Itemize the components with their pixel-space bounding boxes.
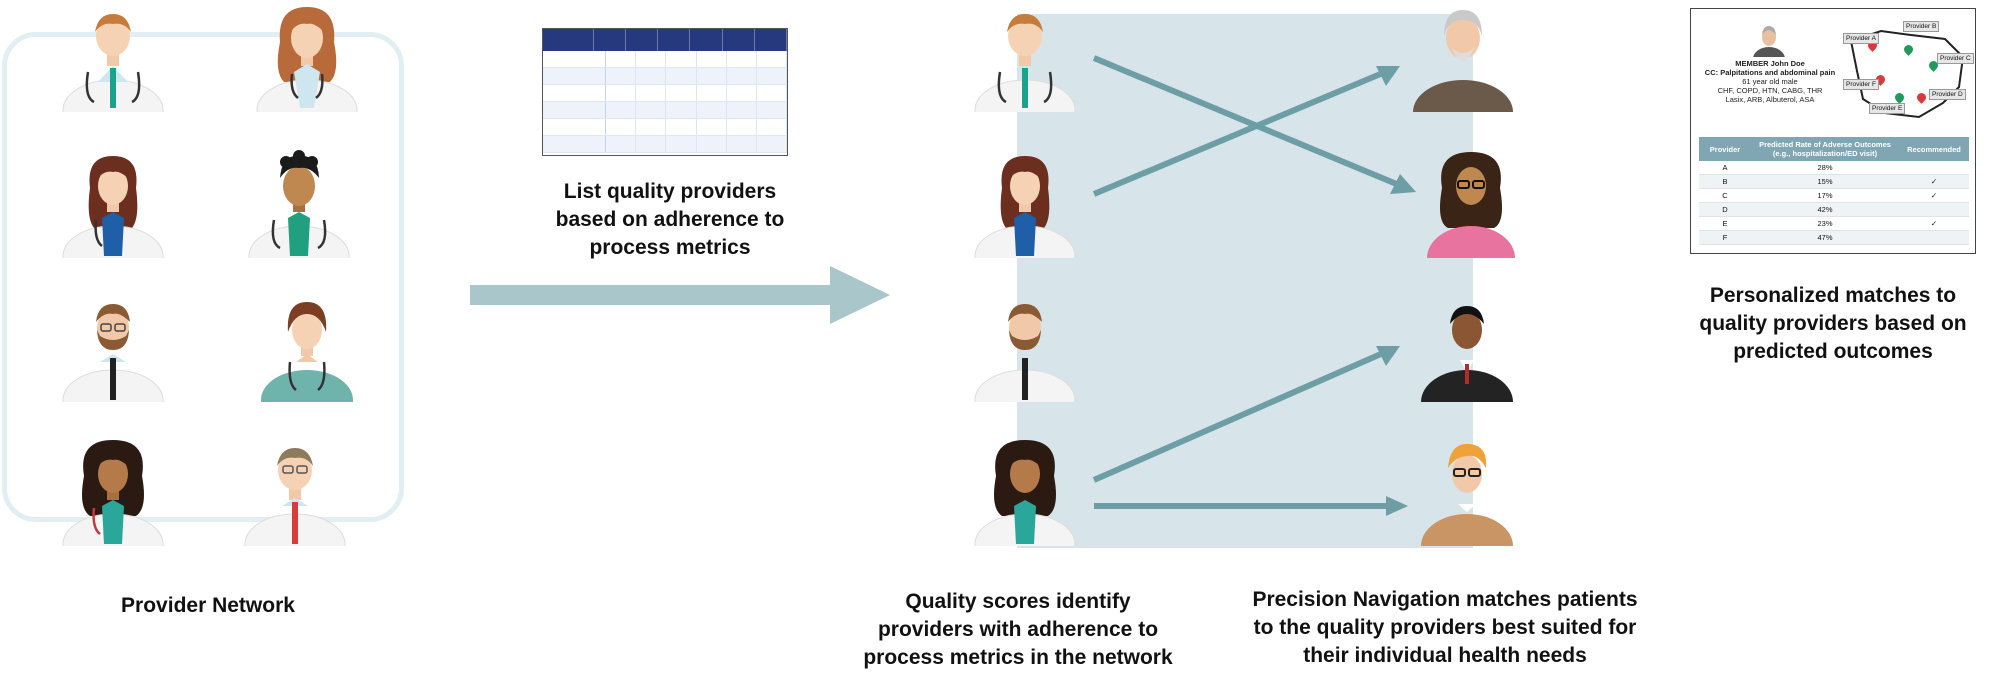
patient-man-suit-icon — [1412, 292, 1522, 402]
matching-panel-background — [1017, 14, 1473, 548]
nurse-female-scrubs-icon — [252, 292, 362, 402]
matching-arrows — [1092, 55, 1416, 516]
precision-navigation-caption: Precision Navigation matches patients to… — [1252, 588, 1638, 667]
map-label-provider-e: Provider E — [1869, 103, 1906, 114]
provider-3-icon — [970, 292, 1080, 402]
table-cell-rate: 15% — [1751, 174, 1899, 189]
doctor-female-brunette-icon — [58, 148, 168, 258]
table-cell-provider: A — [1699, 161, 1751, 175]
table-cell-recommended: ✓ — [1899, 188, 1969, 203]
member-history: CHF, COPD, HTN, CABG, THR — [1717, 86, 1823, 95]
member-age: 61 year old male — [1742, 77, 1798, 86]
doctor-male-beard-glasses-icon — [58, 292, 168, 402]
patient-young-man-glasses-icon — [1412, 436, 1522, 546]
table-header-recommended: Recommended — [1899, 137, 1969, 161]
patient-woman-glasses-icon — [1416, 148, 1526, 258]
doctor-female-red-hair-icon — [252, 2, 362, 112]
table-cell-rate: 17% — [1751, 188, 1899, 203]
table-cell-recommended: ✓ — [1899, 174, 1969, 189]
doctor-female-curly-hair-icon — [58, 436, 168, 546]
table-cell-rate: 28% — [1751, 161, 1899, 175]
doctor-male-glasses-red-tie-icon — [240, 436, 350, 546]
table-cell-recommended — [1899, 202, 1969, 217]
table-cell-provider: F — [1699, 230, 1751, 245]
map-label-provider-a: Provider A — [1843, 33, 1879, 44]
patient-elderly-man-icon — [1408, 2, 1518, 112]
table-cell-provider: E — [1699, 216, 1751, 231]
member-recommendation-card: MEMBER John Doe CC: Palpitations and abd… — [1690, 8, 1976, 254]
table-cell-provider: B — [1699, 174, 1751, 189]
table-cell-recommended — [1899, 161, 1969, 175]
table-header-predicted-rate: Predicted Rate of Adverse Outcomes (e.g.… — [1751, 137, 1899, 161]
provider-2-icon — [970, 148, 1080, 258]
member-name: MEMBER John Doe — [1735, 59, 1805, 68]
member-info: MEMBER John Doe CC: Palpitations and abd… — [1695, 59, 1845, 104]
map-label-provider-f: Provider F — [1843, 79, 1879, 90]
map-label-provider-c: Provider C — [1937, 53, 1974, 64]
predicted-outcomes-table: Provider Predicted Rate of Adverse Outco… — [1699, 137, 1969, 245]
table-cell-recommended: ✓ — [1899, 216, 1969, 231]
doctor-male-green-tie-icon — [58, 2, 168, 112]
table-cell-rate: 42% — [1751, 202, 1899, 217]
table-header-provider: Provider — [1699, 137, 1751, 161]
quality-metrics-table-thumbnail — [542, 28, 788, 156]
table-cell-rate: 23% — [1751, 216, 1899, 231]
table-cell-recommended — [1899, 230, 1969, 245]
flow-arrow — [470, 266, 890, 324]
table-cell-provider: D — [1699, 202, 1751, 217]
provider-1-icon — [970, 2, 1080, 112]
quality-scores-caption: Quality scores identify providers with a… — [863, 590, 1173, 669]
member-complaint: CC: Palpitations and abdominal pain — [1704, 68, 1836, 77]
table-cell-provider: C — [1699, 188, 1751, 203]
map-label-provider-b: Provider B — [1903, 21, 1940, 32]
personalized-matches-caption: Personalized matches to quality provider… — [1699, 284, 1967, 363]
provider-network-frame — [2, 32, 404, 522]
map-label-provider-d: Provider D — [1929, 89, 1966, 100]
list-quality-caption: List quality providers based on adherenc… — [555, 180, 785, 259]
provider-network-caption: Provider Network — [121, 594, 295, 617]
provider-4-icon — [970, 436, 1080, 546]
table-cell-rate: 47% — [1751, 230, 1899, 245]
doctor-male-curly-hair-icon — [244, 148, 354, 258]
member-avatar-icon — [1753, 26, 1785, 57]
member-meds: Lasix, ARB, Albuterol, ASA — [1725, 95, 1815, 104]
